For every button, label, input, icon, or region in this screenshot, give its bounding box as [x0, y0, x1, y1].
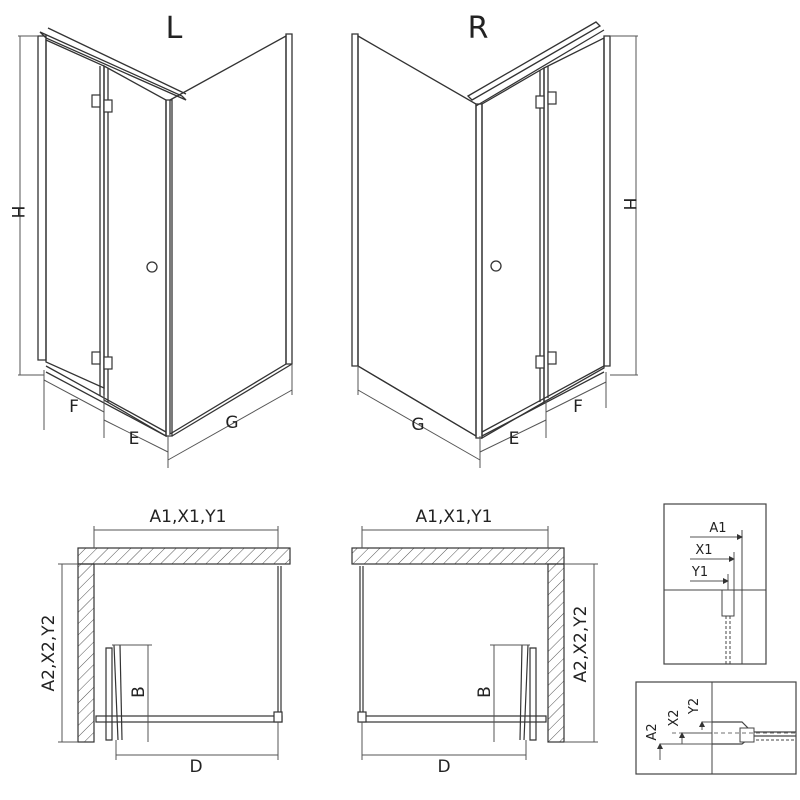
plan-left-dimension-lines — [58, 526, 279, 760]
detail-top: A1 X1 Y1 — [663, 503, 767, 665]
left-dimension-lines — [18, 35, 293, 468]
plan-right: A1,X1,Y1 A2,X2,Y2 B D — [351, 507, 598, 777]
plan-right-top-wall — [351, 547, 565, 565]
left-dim-h: H — [7, 206, 27, 219]
detail-bottom-label-2: X2 — [667, 709, 682, 726]
right-door-panels — [351, 21, 611, 440]
detail-top-label-3: Y1 — [691, 565, 708, 580]
left-dim-f: F — [69, 397, 79, 417]
right-dimension-lines — [357, 35, 638, 468]
left-door-panels — [37, 27, 293, 438]
plan-right-width: A1,X1,Y1 — [416, 507, 493, 527]
plan-right-side-wall — [547, 563, 565, 743]
right-dim-e: E — [509, 429, 520, 449]
detail-bottom-label-3: Y2 — [687, 698, 702, 715]
plan-left-side-wall — [77, 563, 95, 743]
detail-top-label-1: A1 — [709, 521, 726, 536]
plan-right-b: B — [475, 686, 495, 698]
variant-left: L — [7, 11, 293, 468]
plan-left-glass — [95, 566, 283, 741]
plan-right-depth: A2,X2,Y2 — [571, 606, 591, 683]
left-dim-e: E — [129, 429, 140, 449]
plan-left-top-wall — [77, 547, 291, 565]
plan-left-depth: A2,X2,Y2 — [39, 615, 59, 692]
detail-bottom: A2 X2 Y2 — [635, 681, 797, 775]
plan-right-d: D — [437, 757, 450, 777]
right-door-knob-icon — [490, 260, 502, 272]
plan-left: A1,X1,Y1 A2,X2,Y2 B D — [39, 507, 291, 777]
variant-right-title: R — [468, 11, 489, 46]
detail-bottom-label-1: A2 — [645, 723, 660, 740]
plan-left-d: D — [189, 757, 202, 777]
left-hinges — [91, 94, 113, 370]
detail-top-label-2: X1 — [695, 543, 712, 558]
variant-right: R — [351, 11, 639, 468]
right-dim-g: G — [411, 415, 424, 435]
left-door-knob-icon — [146, 261, 158, 273]
right-dim-f: F — [573, 397, 583, 417]
plan-left-b: B — [129, 686, 149, 698]
plan-right-dimension-lines — [361, 526, 598, 760]
left-dim-g: G — [225, 413, 238, 433]
variant-left-title: L — [166, 11, 183, 46]
plan-right-glass — [357, 566, 547, 741]
right-hinges — [535, 91, 557, 369]
right-dim-h: H — [619, 198, 639, 211]
plan-left-width: A1,X1,Y1 — [150, 507, 227, 527]
